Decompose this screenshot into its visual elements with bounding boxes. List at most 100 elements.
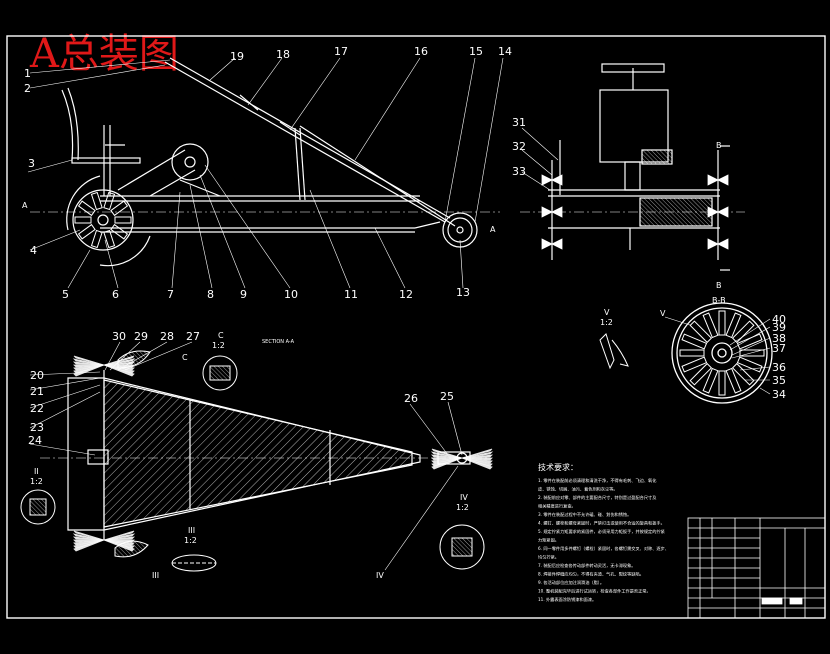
wheel-spoke (718, 370, 726, 396)
detail-iii-mark: III (188, 526, 195, 535)
callout-6: 6 (112, 288, 119, 301)
callout-8: 8 (207, 288, 214, 301)
callout-26: 26 (404, 392, 418, 405)
detail-c-ref: C (182, 353, 188, 362)
wheel-spoke (689, 320, 713, 344)
plan-paddle-blade (461, 454, 494, 459)
plan-paddle-blade (461, 448, 493, 459)
wheel-spoke (736, 333, 763, 350)
plan-paddle-blade (72, 361, 105, 366)
plan-paddle-blade (461, 457, 493, 470)
wheel-spoke (702, 367, 719, 394)
callout-37: 37 (772, 342, 786, 355)
callout-15: 15 (469, 45, 483, 58)
callout-14: 14 (498, 45, 512, 58)
tech-note-line: 相关精度进行复查。 (538, 503, 576, 510)
callout-19: 19 (230, 50, 244, 63)
callout-38: 38 (772, 332, 786, 345)
callout-32: 32 (512, 140, 526, 153)
callout-27: 27 (186, 330, 200, 343)
side-wheel-paddles (541, 174, 729, 250)
callout-11: 11 (344, 288, 358, 301)
callout-9: 9 (240, 288, 247, 301)
callout-2: 2 (24, 82, 31, 95)
tech-note-line: 2. 装配前应对零、部件的主要配合尺寸，特别是过盈配合尺寸及 (538, 494, 657, 501)
paddle-blade (74, 216, 92, 224)
plan-view (40, 370, 490, 540)
plan-paddle-blade (73, 530, 105, 541)
wheel-spokes (679, 310, 765, 396)
plan-paddle-blade (72, 533, 105, 541)
tech-note-line: 均匀拧紧。 (538, 554, 559, 561)
plan-paddle-blade (103, 533, 136, 541)
plan-paddle-blade (72, 358, 105, 366)
callout-leaders-wheel (664, 316, 771, 395)
tech-note-line: 8. 焊接件焊缝应均匀，不得有夹渣、气孔、裂纹等缺陷。 (538, 571, 644, 578)
side-paddle-blade (551, 206, 563, 218)
detail-iv-mark: IV (460, 493, 468, 502)
detail-c-scale: 1:2 (212, 341, 225, 350)
tech-notes: 1. 零件在装配前必须清理和清洗干净，不得有毛刺、飞边、氧化皮、锈蚀、切屑、油污… (538, 477, 669, 603)
callout-17: 17 (334, 45, 348, 58)
side-paddle-blade (707, 206, 719, 218)
front-view (30, 57, 500, 267)
side-paddle-blade (707, 238, 719, 250)
side-paddle-blade (541, 206, 553, 218)
plan-paddle-blade (431, 457, 463, 470)
side-paddle-blade (551, 238, 563, 250)
callout-leaders-side (521, 127, 559, 191)
front-wheel-paddles (74, 191, 132, 249)
tech-note-line: 7. 装配后应检查各传动部件转动灵活，无卡滞现象。 (538, 562, 635, 569)
callout-10: 10 (284, 288, 298, 301)
callout-22: 22 (30, 402, 44, 415)
callout-31: 31 (512, 116, 526, 129)
side-paddle-blade (707, 174, 719, 186)
detail-iv-ref: IV (376, 571, 384, 580)
detail-v-figure (599, 333, 629, 370)
plan-paddle-blade (103, 530, 135, 541)
callout-18: 18 (276, 48, 290, 61)
callout-4: 4 (30, 244, 37, 257)
wheel-section-bb (671, 302, 773, 404)
callout-28: 28 (160, 330, 174, 343)
section-aa-label: SECTION A-A (262, 339, 295, 345)
tech-note-line: 9. 各活动部位应加注润滑油（脂）。 (538, 579, 604, 586)
section-b-mark-top: B (716, 141, 722, 150)
callout-25: 25 (440, 390, 454, 403)
plan-paddle-blade (430, 451, 463, 459)
callout-39: 39 (772, 321, 786, 334)
paddle-blade (114, 216, 132, 224)
plan-paddle-blade (103, 536, 136, 541)
paddle-blade (77, 223, 96, 240)
wheel-spoke (689, 362, 713, 386)
paddle-blade (77, 200, 96, 217)
callout-20: 20 (30, 369, 44, 382)
tech-note-line: 3. 零件在装配过程中不允许磕、碰、划伤和锈蚀。 (538, 511, 631, 518)
tech-note-line: 11. 外露表面涂防锈漆和面漆。 (538, 596, 596, 603)
section-b-mark-bottom: B (716, 281, 722, 290)
tech-requirements-title: 技术要求： (538, 462, 578, 472)
detail-v-mark: V (604, 308, 610, 317)
side-paddle-blade (541, 238, 553, 250)
wheel-spoke (739, 349, 765, 357)
side-paddle-blade (717, 174, 729, 186)
callout-24: 24 (28, 434, 42, 447)
detail-ii-mark: II (34, 467, 39, 476)
callout-35: 35 (772, 374, 786, 387)
wheel-spoke (731, 362, 755, 386)
callout-12: 12 (399, 288, 413, 301)
wheel-spoke (725, 367, 742, 394)
callout-5: 5 (62, 288, 69, 301)
callout-29: 29 (134, 330, 148, 343)
side-paddle-blade (717, 206, 729, 218)
paddle-blade (110, 200, 129, 217)
plan-paddle-blade (73, 355, 105, 366)
side-paddle-blade (717, 238, 729, 250)
plan-paddle-blade (461, 451, 494, 459)
detail-circles (20, 350, 485, 572)
plan-paddle-blade (72, 536, 105, 541)
callout-33: 33 (512, 165, 526, 178)
wheel-spoke (681, 356, 708, 373)
